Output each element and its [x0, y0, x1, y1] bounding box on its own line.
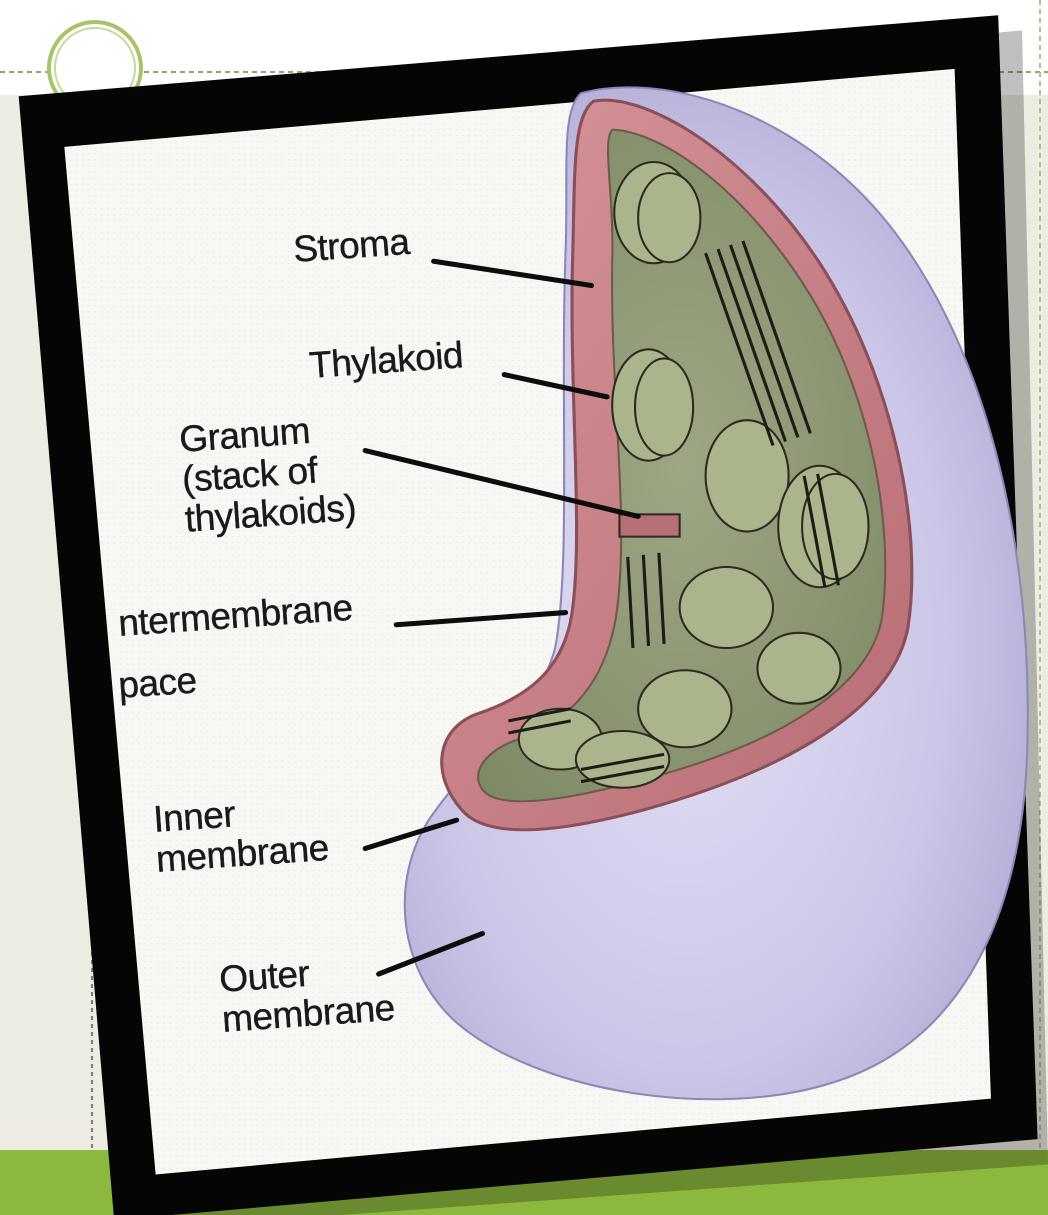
label-intermembrane-space-line1: ntermembrane	[117, 592, 354, 644]
granum-marker	[619, 514, 679, 536]
label-stroma: Stroma	[292, 222, 411, 270]
label-granum: Granum (stack of thylakoids)	[178, 408, 357, 540]
label-intermembrane-space-line2: pace	[117, 661, 198, 706]
label-outer-membrane: Outer membrane	[218, 948, 396, 1040]
label-inner-membrane: Inner membrane	[152, 788, 330, 880]
